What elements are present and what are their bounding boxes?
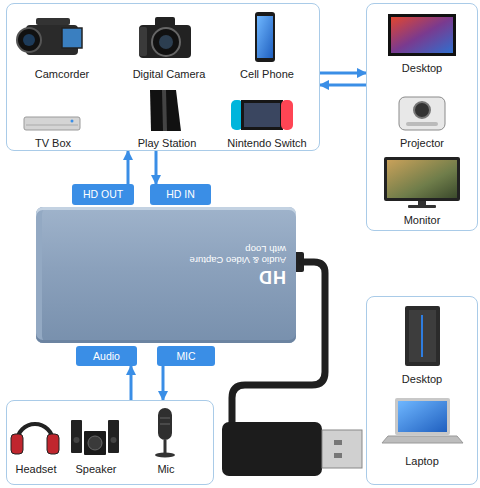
device-label: Desktop [402, 373, 442, 386]
port-name: MIC [176, 350, 195, 363]
display-frame [388, 14, 456, 56]
speaker-cone [88, 436, 102, 450]
laptop-base [382, 436, 463, 443]
laptop-lid [395, 398, 450, 435]
device-label: Headset [16, 463, 57, 476]
camcorder-lens [17, 28, 41, 52]
usb-plug-hole [334, 440, 342, 445]
speaker-left [71, 420, 82, 453]
device-panel: DesktopProjectorMonitor [366, 3, 478, 231]
device-label: Projector [400, 137, 444, 150]
phone-body [255, 12, 275, 62]
headset-cup [47, 434, 59, 454]
product-name: Audio & Video Capture with Loop [176, 243, 286, 266]
device-label: Digital Camera [133, 68, 206, 81]
port-name: Audio [93, 350, 120, 363]
signal-arrow [320, 84, 366, 87]
device-label: Camcorder [35, 68, 89, 81]
mic-base [155, 453, 175, 458]
speaker-cone [111, 437, 117, 443]
monitor-base [408, 205, 436, 208]
camera-grip [139, 27, 147, 56]
console-groove [162, 90, 167, 131]
speaker-right [108, 420, 119, 453]
mic-grille [160, 424, 170, 425]
camera-glass [159, 35, 173, 49]
device-panel: Headset Speaker Mic [6, 400, 214, 485]
monitor-screen [387, 160, 457, 198]
usb-plug-body [222, 422, 322, 476]
port-label: Audio [76, 346, 137, 366]
headset-cup [11, 434, 23, 454]
usb-plug-hole [334, 453, 342, 458]
device-panel: Camcorder Digital Camera Cell Phone TV Box P… [6, 3, 320, 151]
mic-stand [164, 440, 167, 453]
camcorder-glass [23, 34, 35, 46]
console-body [150, 90, 181, 131]
tvbox-body [24, 117, 80, 130]
projector-lens [414, 102, 430, 118]
label-plate: HDAudio & Video Capture with Loop [176, 243, 286, 286]
port-name: HD IN [166, 188, 195, 201]
signal-arrow [155, 151, 158, 184]
switch-right [281, 100, 293, 130]
tower-body [405, 306, 440, 366]
device-label: Desktop [402, 62, 442, 75]
usb-plug-metal [322, 430, 362, 468]
device-label: Monitor [404, 214, 441, 227]
monitor-frame [384, 157, 460, 201]
device-label: Cell Phone [240, 68, 294, 81]
camera-lens [152, 28, 180, 56]
tower-front [409, 310, 436, 362]
device-label: Play Station [138, 137, 197, 150]
port-label: HD OUT [72, 184, 134, 205]
mic-capsule [158, 408, 172, 440]
port-label: MIC [157, 346, 215, 366]
display-screen [391, 17, 453, 53]
switch-screen [244, 103, 280, 127]
device-label: TV Box [35, 137, 71, 150]
signal-arrow [130, 366, 133, 400]
camera-body [139, 25, 191, 58]
switch-frame [241, 100, 283, 130]
speaker-cone [74, 437, 80, 443]
brand-logo: HD [176, 266, 286, 286]
capture-card: HDAudio & Video Capture with Loop [36, 207, 296, 343]
camcorder-screen [62, 28, 82, 48]
projector-body [399, 97, 445, 130]
projector-vent [406, 122, 438, 126]
speaker-woofer [84, 431, 106, 455]
mic-grille [160, 418, 170, 419]
device-label: Laptop [405, 455, 439, 468]
tvbox-led [71, 120, 74, 123]
device-panel: DesktopLaptop [366, 296, 478, 485]
device-label: Mic [157, 463, 174, 476]
laptop-screen [398, 401, 447, 432]
camcorder-handle [36, 18, 70, 25]
device-label: Speaker [76, 463, 117, 476]
port-name: HD OUT [83, 188, 123, 201]
signal-arrow [320, 72, 366, 75]
tvbox-line [26, 125, 78, 126]
device-label: Nintendo Switch [227, 137, 307, 150]
signal-arrow [127, 151, 130, 184]
tower-led [421, 315, 423, 357]
phone-screen [257, 16, 273, 58]
port-label: HD IN [150, 184, 211, 205]
signal-arrow [162, 366, 165, 400]
